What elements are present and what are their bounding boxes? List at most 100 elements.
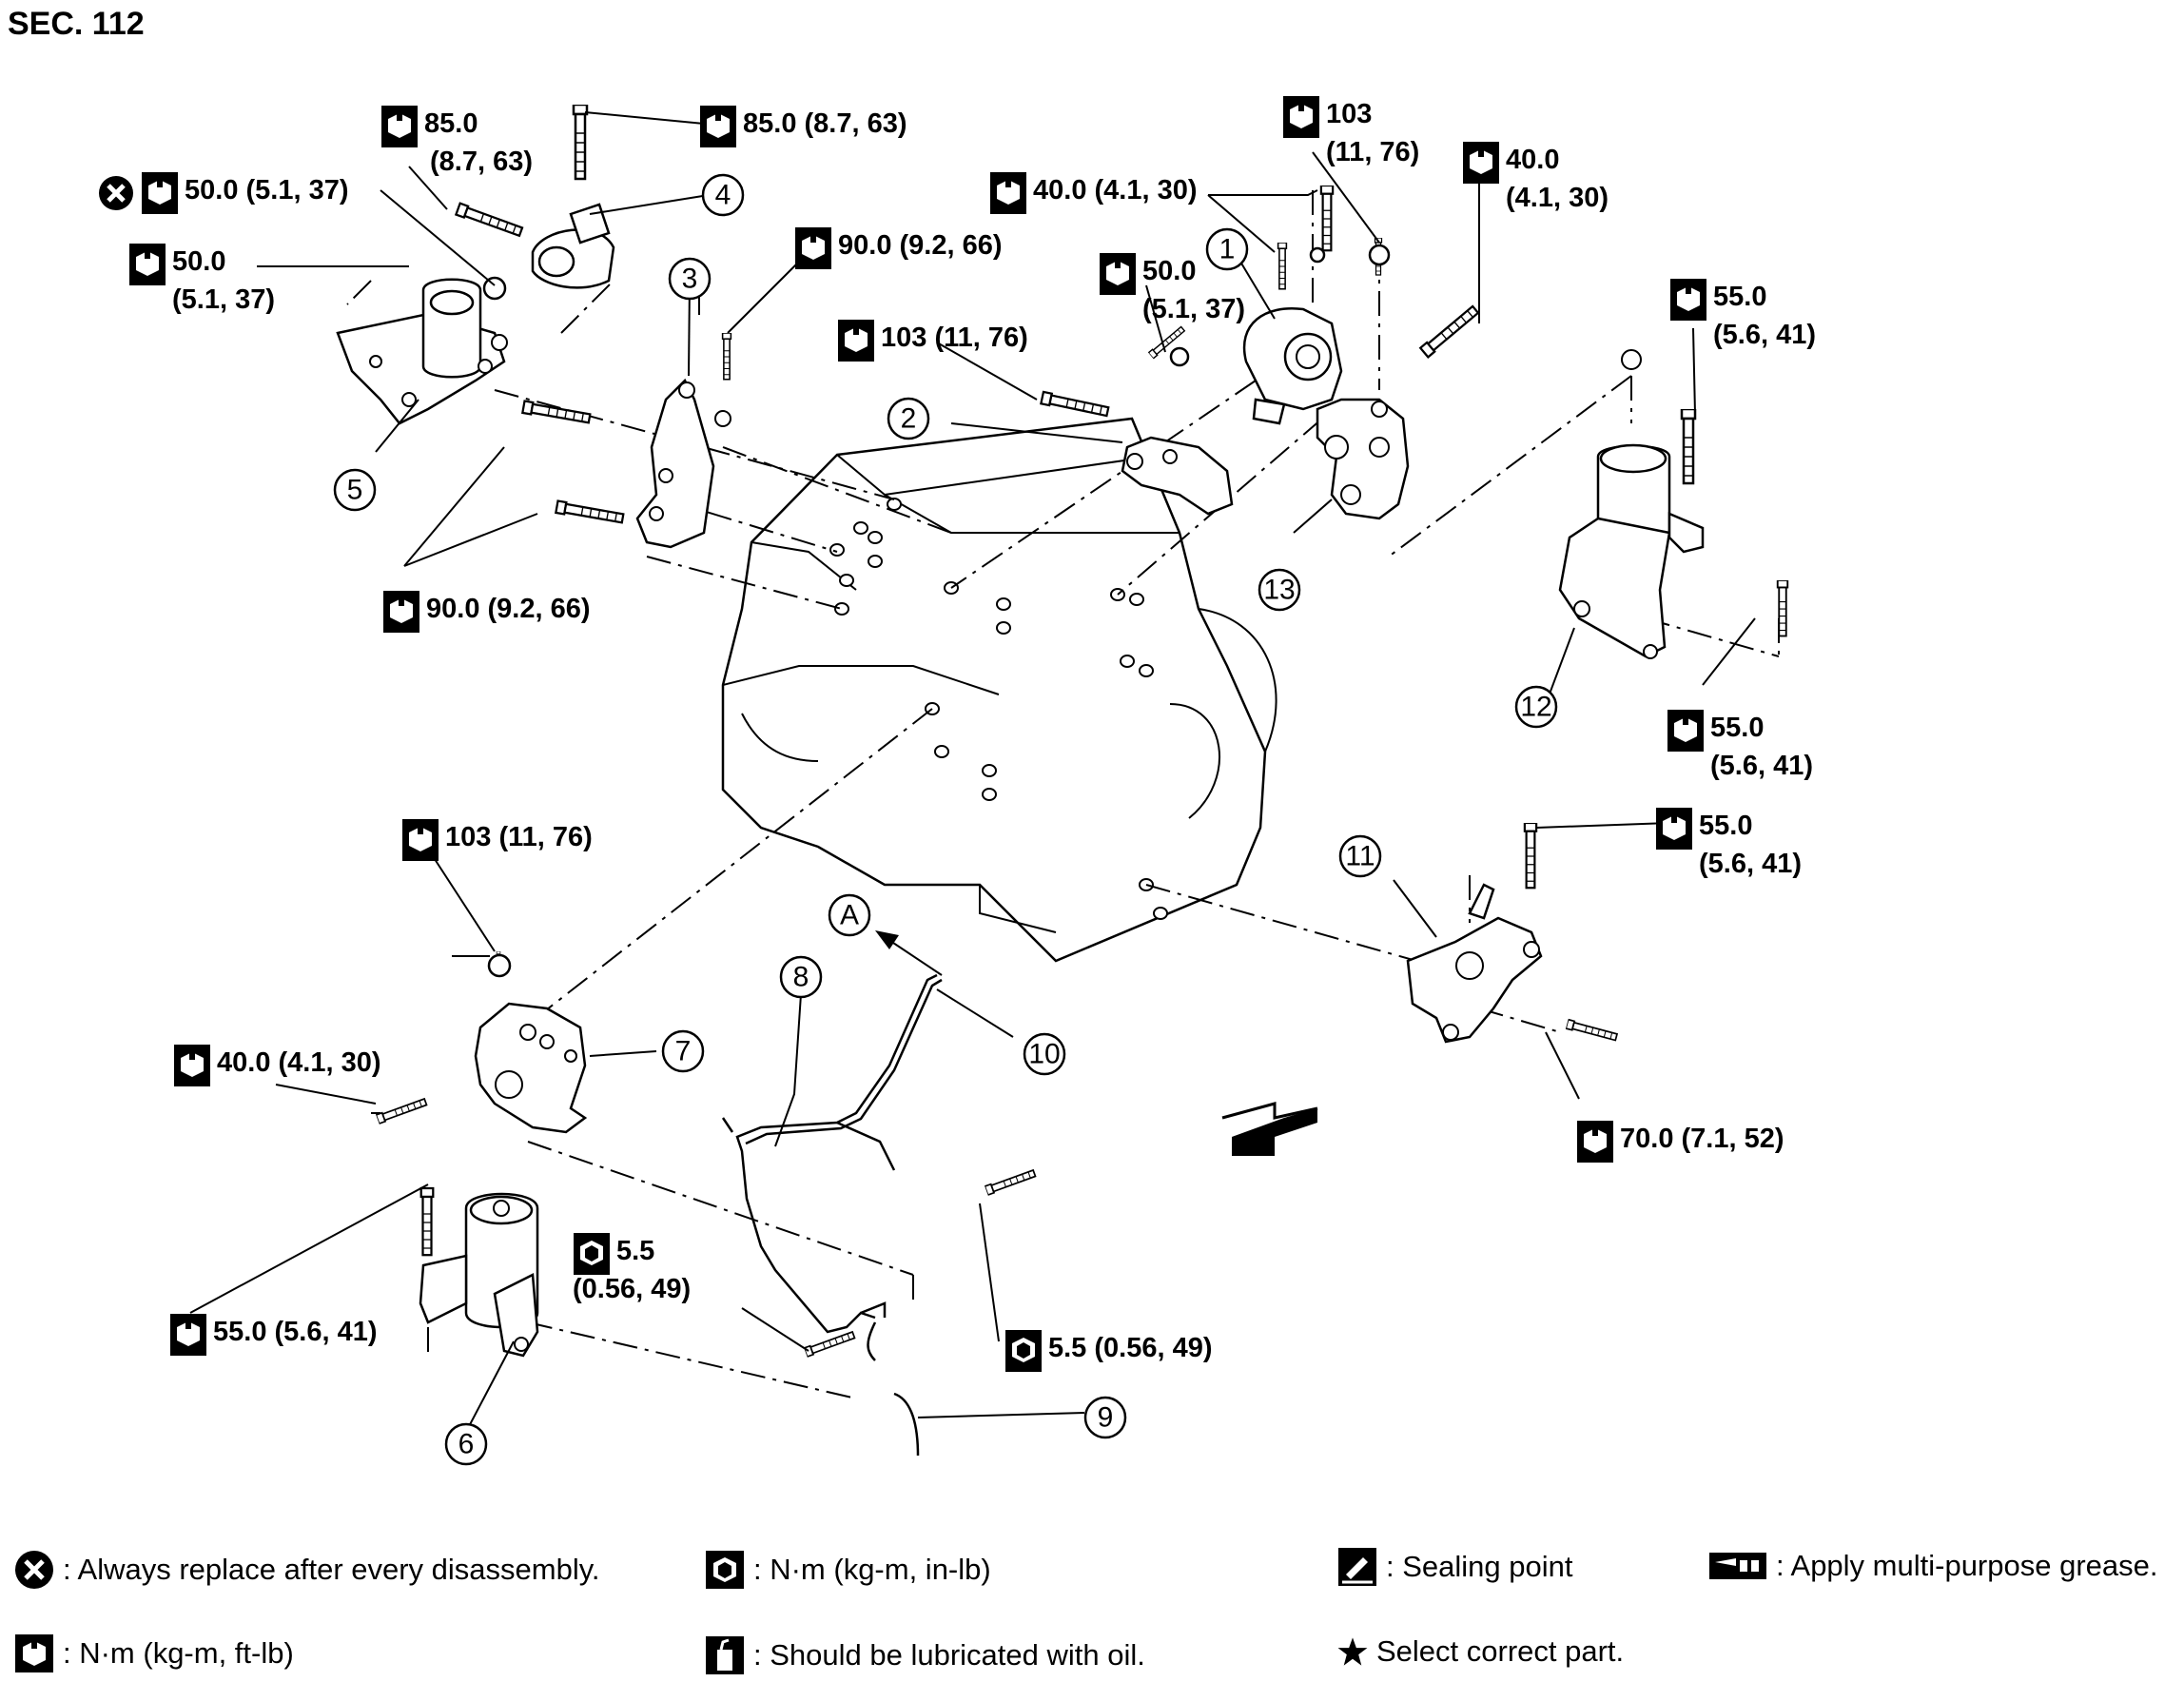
callout-11: 11 xyxy=(1338,834,1382,878)
svg-text:1: 1 xyxy=(1219,234,1236,265)
svg-text:5: 5 xyxy=(347,475,363,506)
wrench-ftlb-icon xyxy=(1283,96,1319,138)
replace-icon xyxy=(99,176,133,210)
legend-text: Select correct part. xyxy=(1376,1634,1625,1668)
callout-3: 3 xyxy=(668,257,712,301)
svg-text:4: 4 xyxy=(715,180,731,211)
torque-value: 55.0 xyxy=(1713,282,1767,312)
svg-text:12: 12 xyxy=(1520,692,1551,723)
torque-value: 85.0 xyxy=(424,108,478,139)
front-arrow-icon xyxy=(1221,1102,1318,1156)
torque-value: 70.0 (7.1, 52) xyxy=(1620,1124,1784,1154)
wrench-ftlb-icon xyxy=(381,106,418,147)
callout-2: 2 xyxy=(887,397,930,440)
sealing-icon xyxy=(1338,1548,1376,1586)
legend-text: : Should be lubricated with oil. xyxy=(753,1638,1145,1672)
part-8-10-tubes xyxy=(721,973,943,1361)
wrench-ftlb-icon xyxy=(795,227,831,269)
torque-50-left: 50.0(5.1, 37) xyxy=(128,243,275,319)
svg-text:10: 10 xyxy=(1028,1039,1060,1070)
wrench-ftlb-icon xyxy=(142,172,178,214)
wrench-ftlb-icon xyxy=(1667,710,1704,752)
callout-10: 10 xyxy=(1023,1032,1066,1076)
torque-value: 40.0 (4.1, 30) xyxy=(217,1047,381,1078)
torque-5-5-right: 5.5 (0.56, 49) xyxy=(1004,1329,1213,1373)
torque-40-top: 40.0 (4.1, 30) xyxy=(989,171,1198,215)
oil-icon xyxy=(706,1636,744,1674)
wrench-ftlb-icon xyxy=(700,106,736,147)
torque-50-mid: 50.0(5.1, 37) xyxy=(1099,252,1245,328)
callout-6: 6 xyxy=(444,1422,488,1466)
torque-103-low: 103 (11, 76) xyxy=(401,818,593,862)
part-5-bracket xyxy=(336,278,508,425)
svg-text:13: 13 xyxy=(1263,575,1295,606)
torque-value: (11, 76) xyxy=(1326,137,1420,167)
callout-13: 13 xyxy=(1258,568,1301,612)
wrench-ftlb-icon xyxy=(1577,1121,1613,1163)
torque-value: (5.6, 41) xyxy=(1699,849,1802,879)
part-1-mount xyxy=(1242,307,1343,425)
wrench-ftlb-icon xyxy=(15,1634,53,1672)
replace-icon xyxy=(15,1551,53,1589)
callout-1: 1 xyxy=(1205,227,1249,271)
torque-70: 70.0 (7.1, 52) xyxy=(1576,1120,1784,1164)
torque-55-right-3: 55.0 (5.6, 41) xyxy=(1655,807,1802,883)
legend-text: : N·m (kg-m, ft-lb) xyxy=(63,1636,294,1670)
torque-value: 103 (11, 76) xyxy=(445,822,593,852)
wrench-ftlb-icon xyxy=(990,172,1026,214)
callout-9: 9 xyxy=(1083,1396,1127,1439)
legend-sealing: : Sealing point xyxy=(1336,1546,1572,1588)
torque-value: 90.0 (9.2, 66) xyxy=(838,230,1003,261)
torque-85-right: 85.0 (8.7, 63) xyxy=(699,105,907,148)
torque-value: 50.0 (5.1, 37) xyxy=(185,175,349,205)
torque-90-left: 90.0 (9.2, 66) xyxy=(382,590,591,634)
legend-text: : Always replace after every disassembly… xyxy=(63,1553,600,1586)
svg-text:6: 6 xyxy=(458,1429,475,1460)
torque-103-right: 103(11, 76) xyxy=(1282,95,1419,171)
torque-value: 50.0 xyxy=(172,246,226,277)
torque-55-right-2: 55.0(5.6, 41) xyxy=(1667,709,1813,785)
torque-40-low: 40.0 (4.1, 30) xyxy=(173,1044,381,1087)
wrench-ftlb-icon xyxy=(174,1045,210,1086)
legend-replace: : Always replace after every disassembly… xyxy=(13,1549,600,1591)
svg-text:8: 8 xyxy=(793,962,809,993)
torque-85-left: 85.0(8.7, 63) xyxy=(380,105,533,181)
torque-value: 103 (11, 76) xyxy=(881,323,1028,353)
legend-oil: : Should be lubricated with oil. xyxy=(704,1634,1145,1676)
torque-90-top: 90.0 (9.2, 66) xyxy=(794,226,1003,270)
wrench-inlb-icon xyxy=(1005,1330,1042,1372)
legend-grease: : Apply multi-purpose grease. xyxy=(1707,1549,2158,1583)
torque-value: 55.0 xyxy=(1699,811,1753,841)
torque-value: 85.0 (8.7, 63) xyxy=(743,108,907,139)
legend-select: Select correct part. xyxy=(1336,1634,1624,1669)
legend-text: : Sealing point xyxy=(1386,1550,1573,1583)
part-13-bracket xyxy=(1316,398,1410,520)
callout-a: A xyxy=(828,893,871,937)
wrench-ftlb-icon xyxy=(170,1314,206,1356)
torque-value: 40.0 (4.1, 30) xyxy=(1033,175,1198,205)
svg-text:9: 9 xyxy=(1098,1402,1114,1434)
wrench-ftlb-icon xyxy=(838,320,874,362)
part-7-bracket xyxy=(474,1002,588,1134)
wrench-inlb-icon xyxy=(706,1551,744,1589)
legend-nm-inlb: : N·m (kg-m, in-lb) xyxy=(704,1549,991,1591)
bolts xyxy=(375,105,1789,1359)
callout-7: 7 xyxy=(661,1029,705,1073)
torque-value: 5.5 xyxy=(616,1236,655,1266)
svg-text:3: 3 xyxy=(682,264,698,295)
torque-value: (4.1, 30) xyxy=(1506,183,1609,213)
torque-value: 90.0 (9.2, 66) xyxy=(426,594,591,624)
legend-nm-ftlb: : N·m (kg-m, ft-lb) xyxy=(13,1633,294,1674)
star-icon xyxy=(1337,1637,1368,1666)
svg-text:7: 7 xyxy=(675,1036,692,1067)
torque-5-5: 5.5(0.56, 49) xyxy=(573,1232,691,1308)
svg-text:2: 2 xyxy=(901,403,917,435)
wrench-ftlb-icon xyxy=(1656,808,1692,850)
callout-5: 5 xyxy=(333,468,377,512)
torque-55-right-1: 55.0(5.6, 41) xyxy=(1669,278,1816,354)
torque-value: (5.6, 41) xyxy=(1710,751,1813,781)
part-11-bracket xyxy=(1406,883,1543,1044)
svg-text:11: 11 xyxy=(1345,841,1375,872)
